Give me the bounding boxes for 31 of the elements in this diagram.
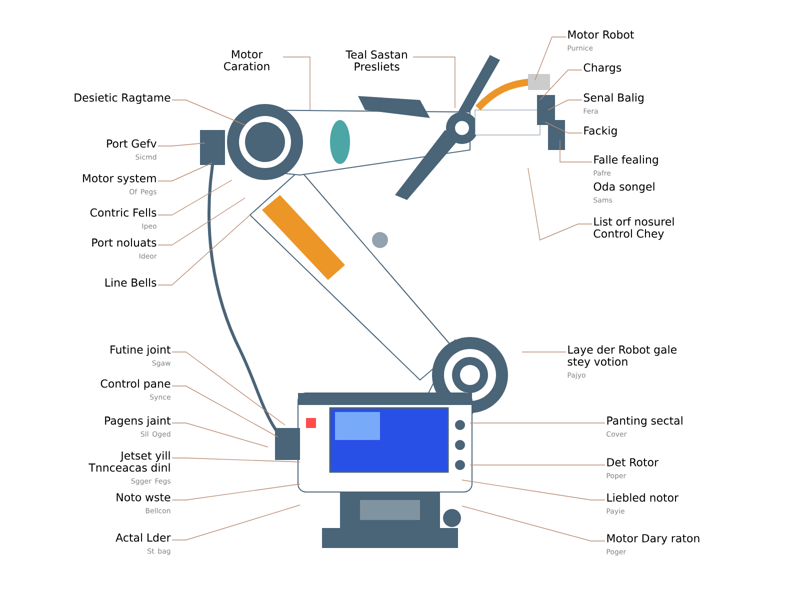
callout-label: List orf nosurel Control Chey: [594, 217, 674, 240]
leader-line: [172, 352, 286, 426]
callout-label: Teal Sastan Presliets: [346, 50, 407, 71]
leader-line: [462, 480, 606, 500]
leader-line: [158, 142, 206, 146]
leader-line: [540, 70, 582, 100]
leader-line: [172, 458, 300, 462]
leader-line: [528, 168, 592, 240]
leader-line: [560, 140, 592, 162]
leader-line: [282, 56, 310, 110]
leader-line: [172, 386, 278, 438]
leader-line: [470, 422, 606, 424]
leader-line: [158, 198, 246, 246]
callout-label: Motor Caration: [224, 50, 270, 70]
leader-line: [172, 100, 246, 126]
leader-line: [158, 162, 212, 182]
leader-line: [462, 506, 606, 542]
callout-label: Fackig: [584, 126, 617, 137]
leader-line: [172, 504, 300, 540]
leader-line: [534, 36, 566, 80]
leader-line: [158, 180, 232, 216]
callout-label: Line Bells: [105, 278, 156, 287]
leader-line: [172, 484, 300, 500]
leader-line: [548, 100, 582, 110]
callout-label: Chargs: [584, 63, 622, 74]
callout-label: Desietic Ragtame: [74, 93, 170, 104]
leader-line: [470, 464, 606, 466]
leader-line: [544, 122, 582, 134]
leader-line: [172, 422, 268, 448]
leader-line: [158, 214, 250, 286]
leader-line: [412, 56, 456, 108]
